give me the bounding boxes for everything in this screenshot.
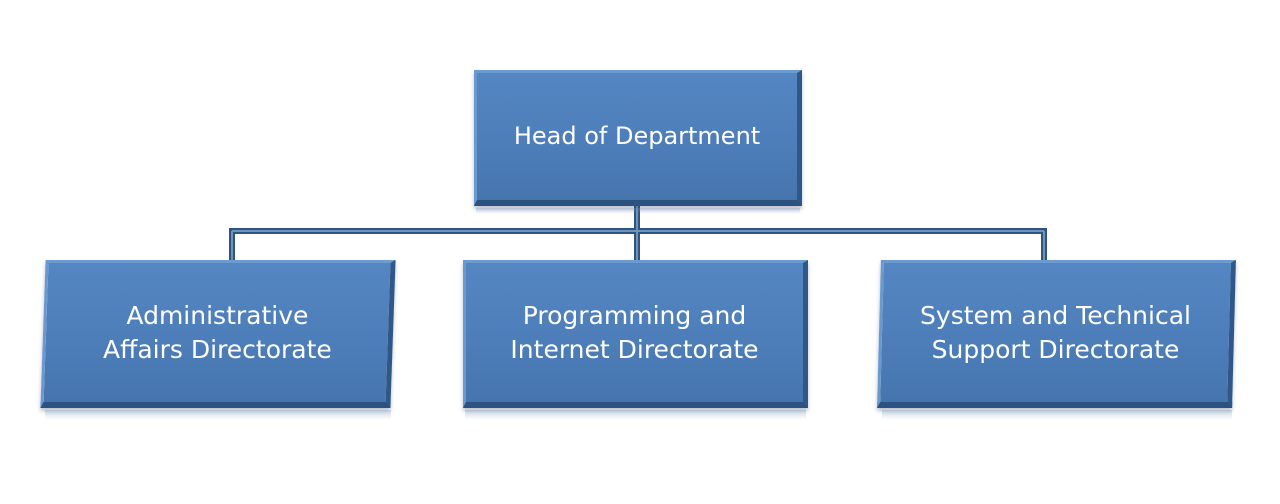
administrative-affairs-directorate-label: Administrative Affairs Directorate: [102, 300, 332, 364]
reflection-admin: [45, 410, 391, 420]
reflection-sys: [882, 410, 1232, 420]
reflection-head: [476, 208, 800, 214]
head-of-department-box: Head of Department: [474, 70, 802, 206]
system-technical-support-directorate-box: System and Technical Support Directorate: [877, 260, 1236, 408]
system-technical-support-directorate-label: System and Technical Support Directorate: [920, 300, 1192, 364]
reflection-prog: [465, 410, 806, 420]
head-of-department-label: Head of Department: [513, 122, 761, 151]
programming-internet-directorate-box: Programming and Internet Directorate: [463, 260, 808, 408]
administrative-affairs-directorate-box: Administrative Affairs Directorate: [40, 260, 396, 408]
programming-internet-directorate-label: Programming and Internet Directorate: [510, 300, 759, 364]
